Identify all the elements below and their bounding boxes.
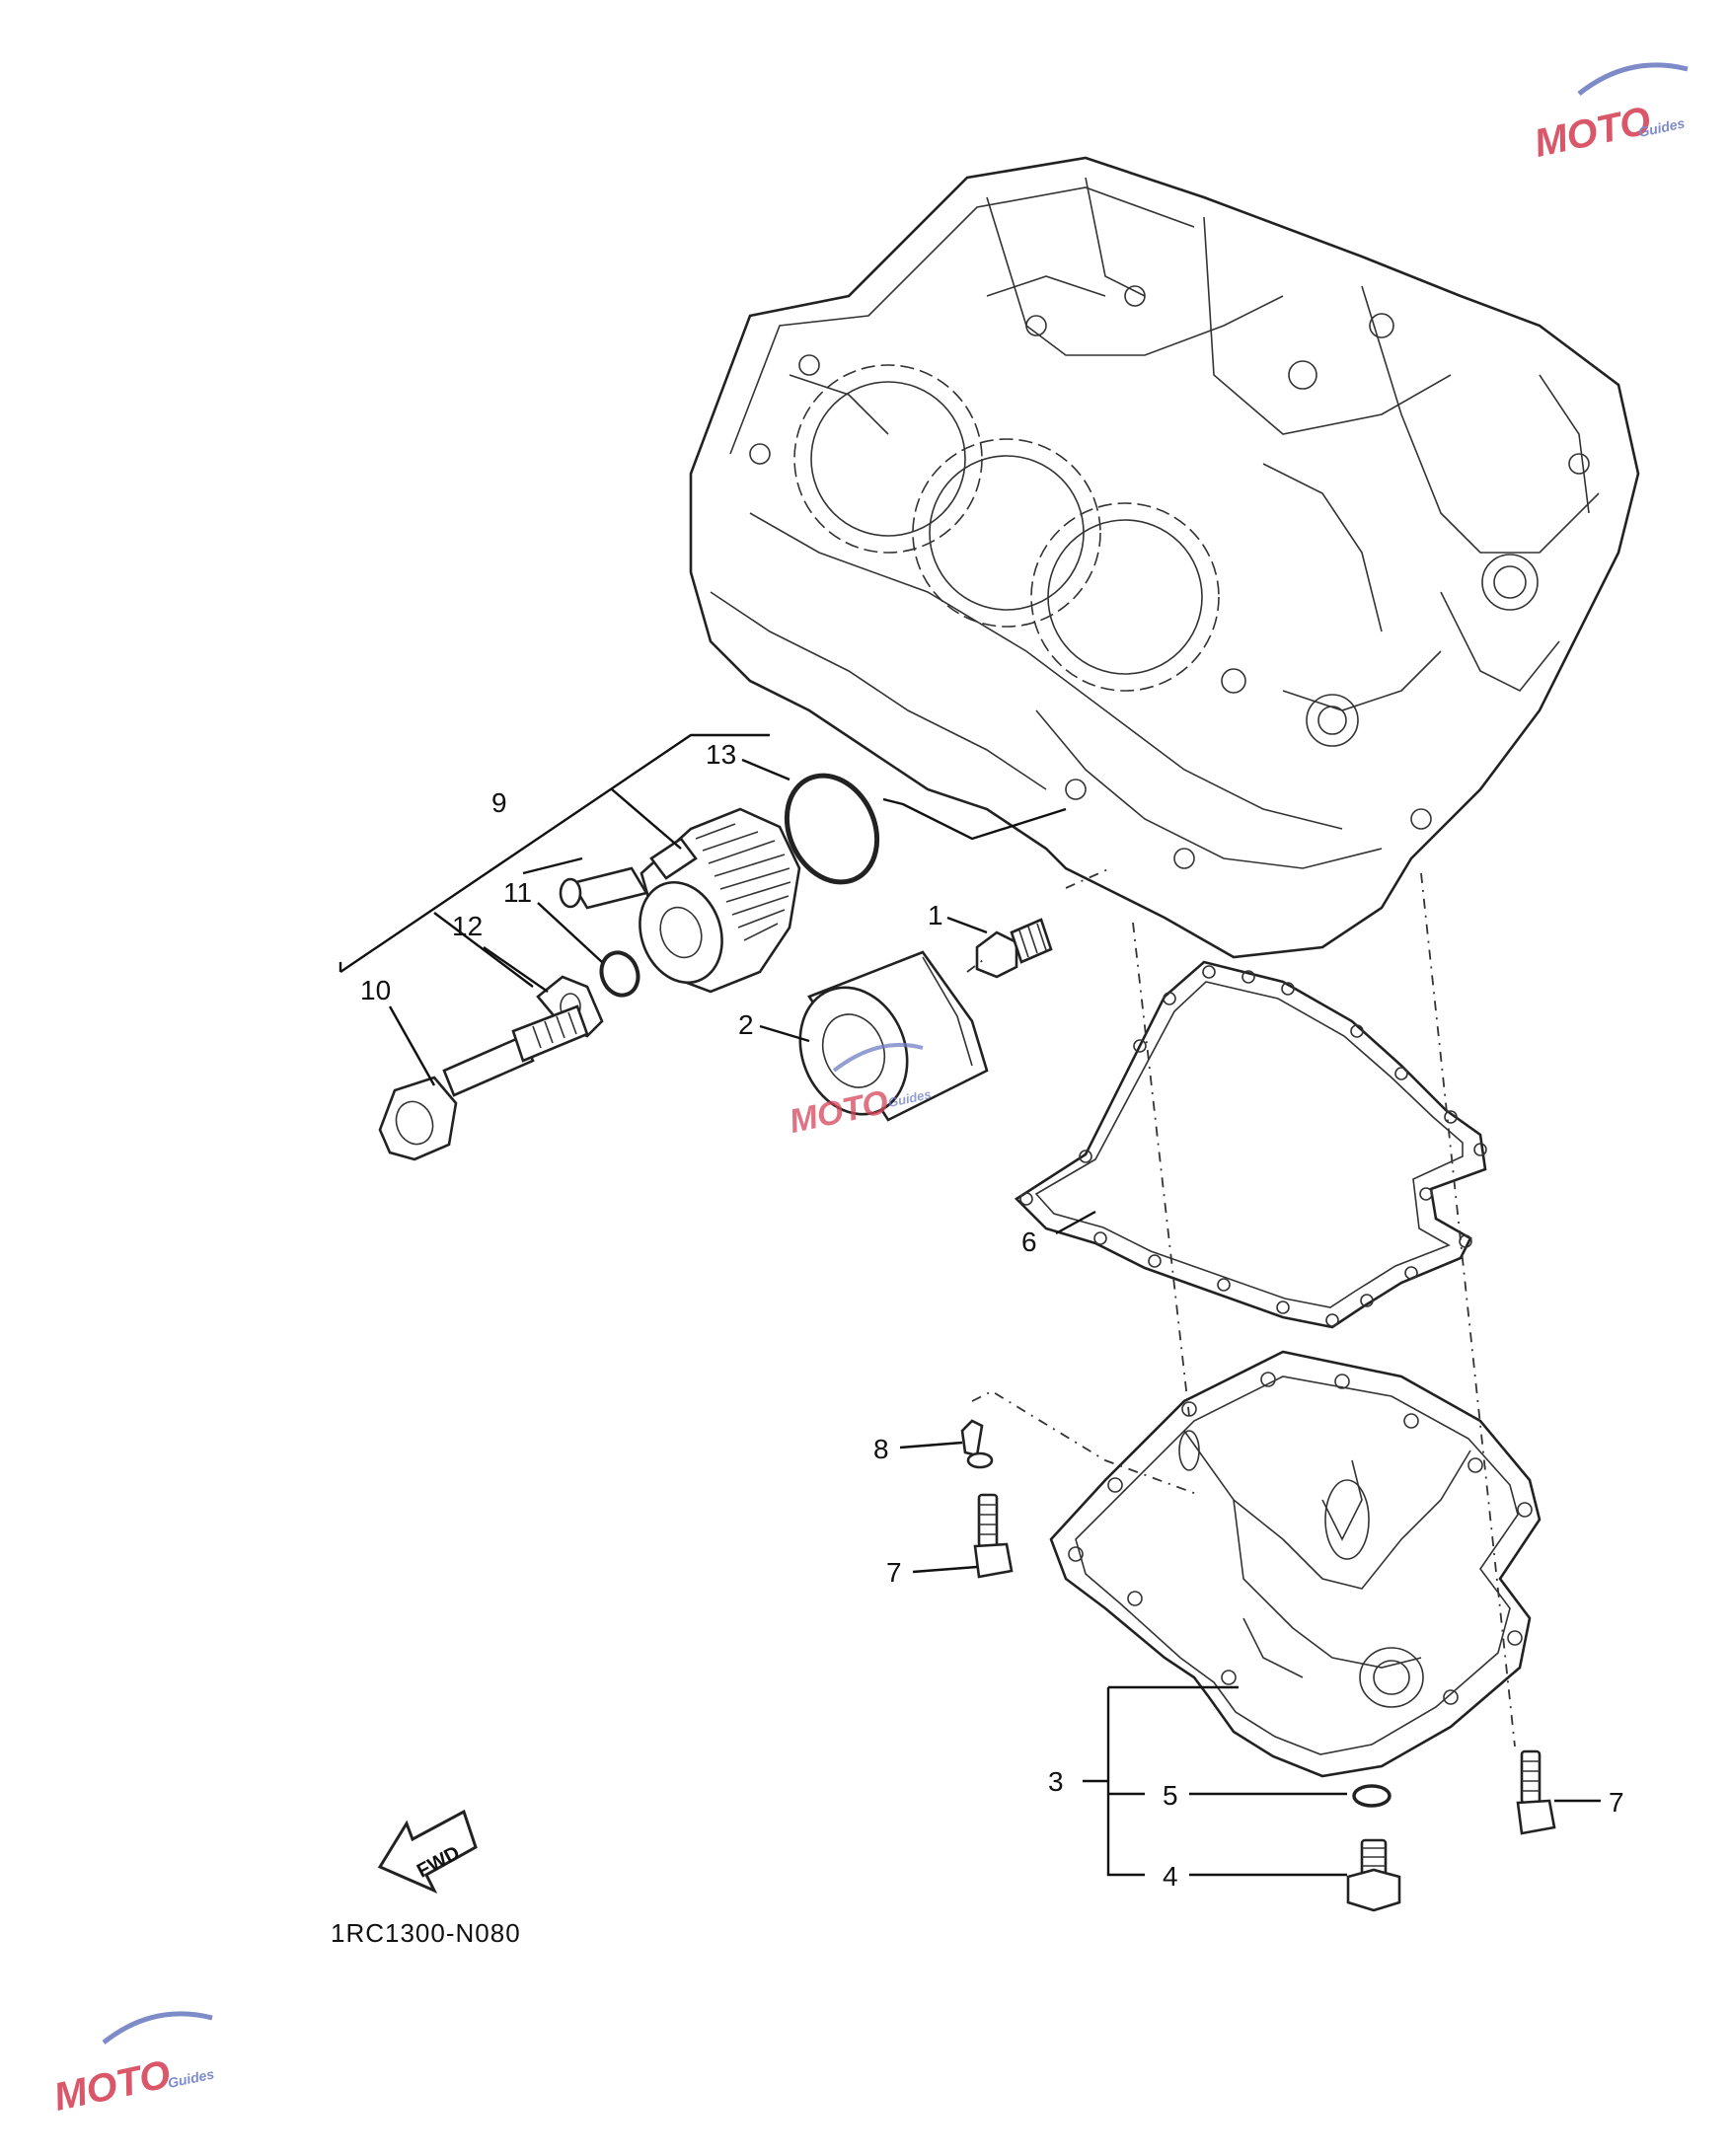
callout-11: 11 bbox=[503, 877, 532, 908]
o-ring-part-11 bbox=[599, 950, 640, 998]
callout-12: 12 bbox=[452, 911, 483, 941]
callout-13: 13 bbox=[706, 739, 736, 770]
bolt-part-7-left bbox=[973, 1493, 1014, 1579]
cylinder-bores bbox=[793, 364, 1220, 692]
callout-2: 2 bbox=[738, 1009, 754, 1040]
callout-1: 1 bbox=[928, 900, 943, 930]
bolt-part-7-right bbox=[1516, 1749, 1556, 1835]
callout-3: 3 bbox=[1048, 1766, 1064, 1797]
crankcase-illustration bbox=[689, 156, 1640, 959]
callout-10: 10 bbox=[360, 975, 391, 1005]
callout-7-right: 7 bbox=[1609, 1787, 1624, 1818]
callout-9: 9 bbox=[491, 787, 507, 818]
callout-4: 4 bbox=[1163, 1861, 1178, 1892]
callout-5: 5 bbox=[1163, 1780, 1178, 1811]
svg-text:MOTO: MOTO bbox=[787, 1083, 892, 1141]
fwd-arrow: FWD bbox=[377, 1809, 478, 1895]
svg-text:MOTO: MOTO bbox=[1531, 99, 1655, 166]
leader-lines bbox=[338, 733, 1601, 1877]
gasket-bolt-holes bbox=[1019, 965, 1487, 1327]
crankcase-bosses bbox=[749, 285, 1590, 869]
union-bolt-part-1 bbox=[975, 918, 1053, 979]
assembly-lines bbox=[966, 867, 1516, 1747]
clip-part-8 bbox=[960, 1419, 994, 1469]
diagram-code: 1RC1300-N080 bbox=[331, 1918, 521, 1948]
watermark-logo-bottom-left: MOTO Guides bbox=[50, 2011, 216, 2119]
svg-text:MOTO: MOTO bbox=[50, 2052, 175, 2119]
gasket-part-5 bbox=[1352, 1784, 1392, 1808]
oil-cooler-part-9 bbox=[559, 807, 801, 994]
gasket-part-6 bbox=[1014, 960, 1487, 1329]
bolt-part-10 bbox=[378, 1004, 589, 1161]
o-ring-part-13 bbox=[784, 773, 880, 885]
oil-pan-part-3 bbox=[1049, 1350, 1542, 1778]
svg-text:Guides: Guides bbox=[167, 2065, 216, 2091]
callout-8: 8 bbox=[873, 1434, 889, 1464]
callout-7-left: 7 bbox=[886, 1557, 902, 1588]
callout-labels: 13 9 11 12 10 1 2 6 8 7 7 3 5 4 bbox=[360, 739, 1624, 1892]
drain-bolt-part-4 bbox=[1346, 1838, 1401, 1912]
callout-6: 6 bbox=[1021, 1227, 1037, 1257]
watermark-logo-top-right: MOTO Guides bbox=[1531, 62, 1689, 166]
oil-filter-part-2 bbox=[798, 950, 989, 1122]
